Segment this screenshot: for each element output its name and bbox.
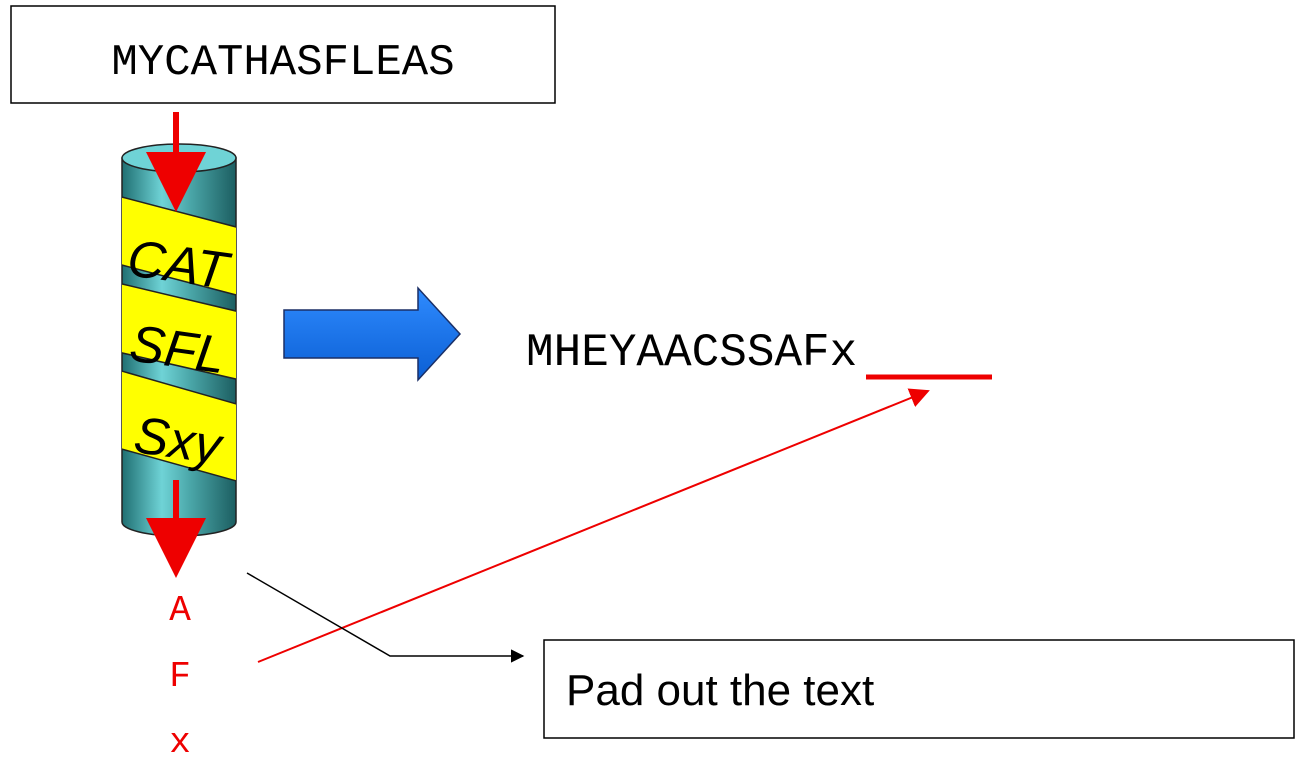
callout-connector [246, 572, 525, 663]
plaintext-text: MYCATHASFLEAS [111, 38, 454, 88]
callout-box: Pad out the text [543, 639, 1295, 739]
strip-label-3: Sxy [131, 406, 228, 476]
strip-1 [122, 195, 236, 297]
scytale-cylinder [121, 143, 237, 537]
padding-letter-2: F [169, 656, 191, 697]
padding-pointer-arrow [257, 388, 930, 663]
transform-arrow [283, 286, 462, 382]
strip-label-1: CAT [124, 229, 234, 301]
strip-3 [122, 369, 236, 483]
strip-2 [122, 282, 236, 381]
ciphertext-text: MHEYAACSSAFx [526, 327, 857, 379]
callout-text: Pad out the text [566, 666, 874, 715]
padding-letter-3: x [169, 722, 191, 757]
plaintext-box: MYCATHASFLEAS [10, 5, 556, 104]
padding-letter-1: A [169, 590, 191, 631]
strip-label-2: SFL [126, 315, 229, 386]
